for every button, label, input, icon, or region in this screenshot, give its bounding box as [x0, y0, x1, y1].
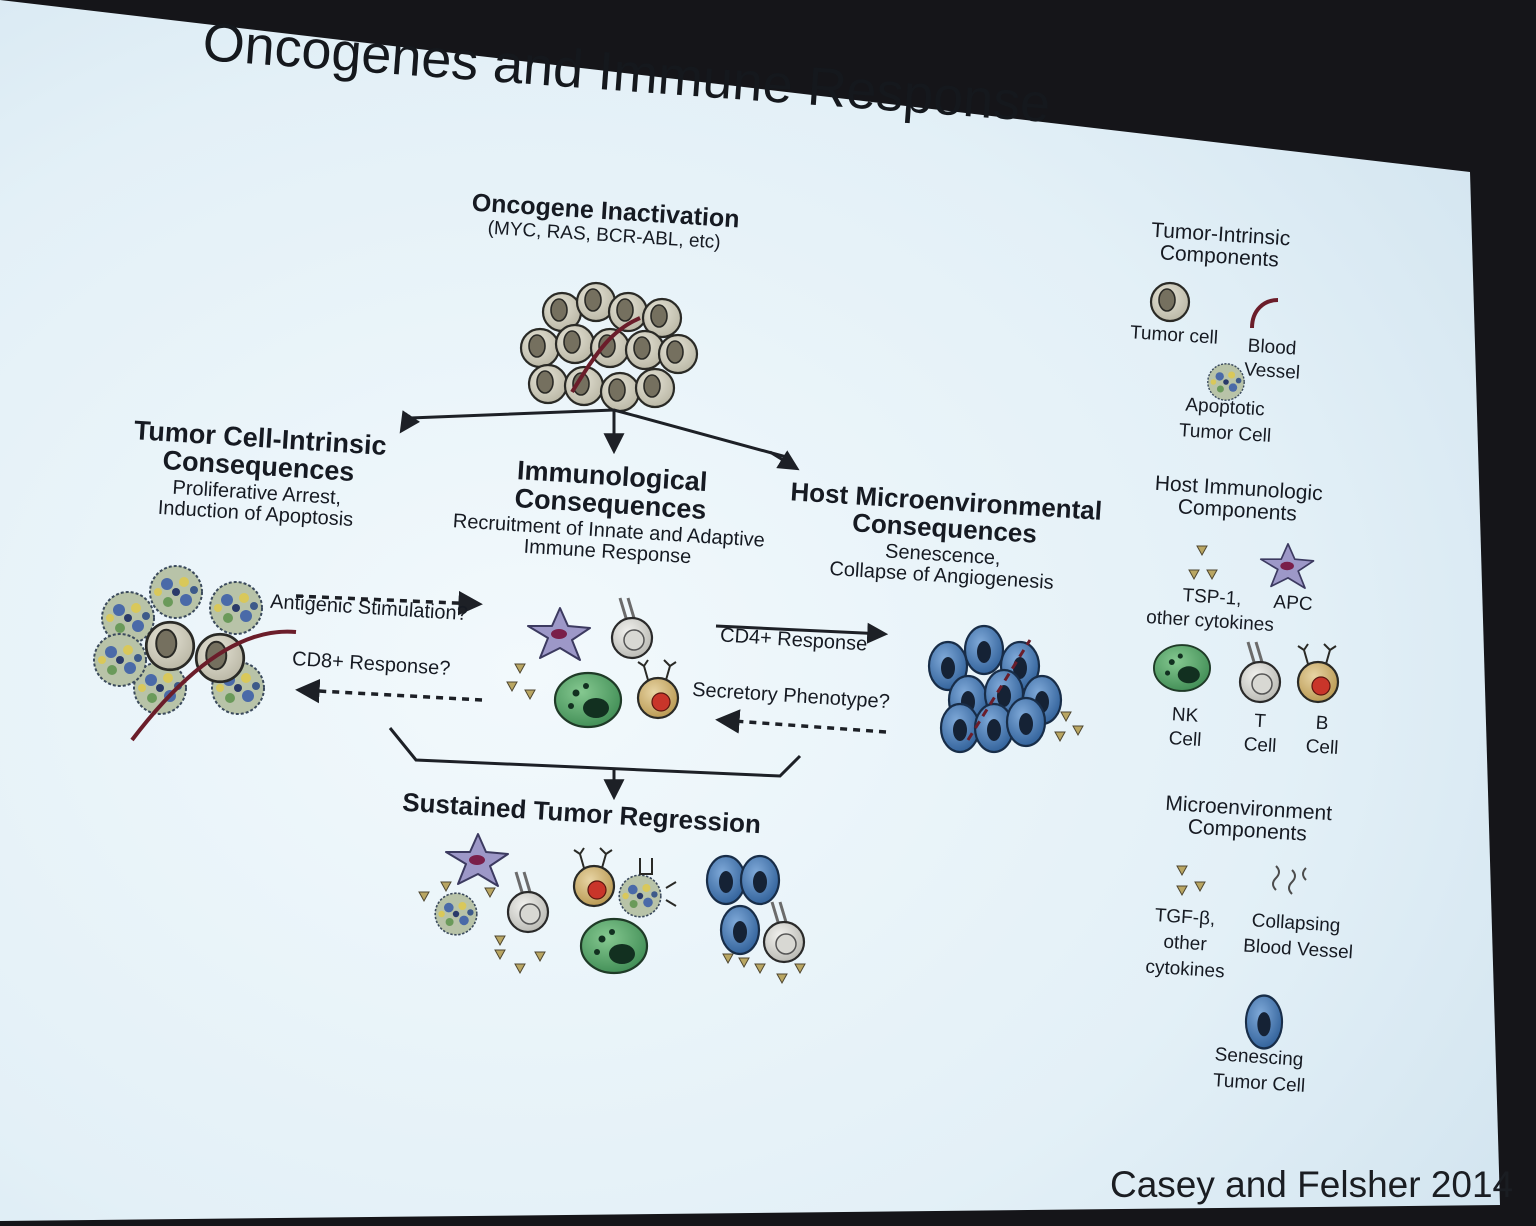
- citation: Casey and Felsher 2014: [1110, 1164, 1514, 1205]
- legend-t-label-2: Cell: [1243, 733, 1278, 758]
- branch-arrows: [399, 408, 800, 471]
- tumor-mass-illustration: [519, 281, 699, 413]
- regression-illustration: [418, 833, 806, 984]
- left-heading-block: Tumor Cell-Intrinsic Consequences Prolif…: [95, 414, 421, 535]
- legend-blood-vessel-label-1: Blood: [1247, 335, 1297, 360]
- tumor-cell-icon: [1149, 281, 1191, 323]
- legend-icons: [1149, 281, 1340, 1050]
- apoptotic-cell-icon: [1207, 363, 1245, 401]
- legend-nk-label-2: Cell: [1168, 727, 1203, 752]
- projection-screen: [0, 0, 1500, 1221]
- legend-apc-label: APC: [1272, 591, 1314, 616]
- blood-vessel-icon: [1250, 298, 1279, 329]
- dashed-arrows: [295, 590, 887, 734]
- apoptotic-cluster-illustration: [93, 565, 297, 742]
- legend-t-label-1: T: [1253, 710, 1267, 733]
- legend-b-label-2: Cell: [1305, 735, 1340, 760]
- converge-bracket: [388, 727, 802, 801]
- senescing-cell-icon: [1244, 994, 1284, 1050]
- legend-b-label-1: B: [1315, 712, 1330, 735]
- senescent-mass-illustration: [927, 624, 1084, 754]
- nk-cell-icon: [1153, 644, 1211, 692]
- legend-nk-label-1: NK: [1171, 704, 1199, 727]
- collapsing-vessel-icon: [1272, 865, 1307, 895]
- legend-blood-vessel-label-2: Vessel: [1243, 359, 1301, 384]
- cd4-arrow: [715, 622, 889, 644]
